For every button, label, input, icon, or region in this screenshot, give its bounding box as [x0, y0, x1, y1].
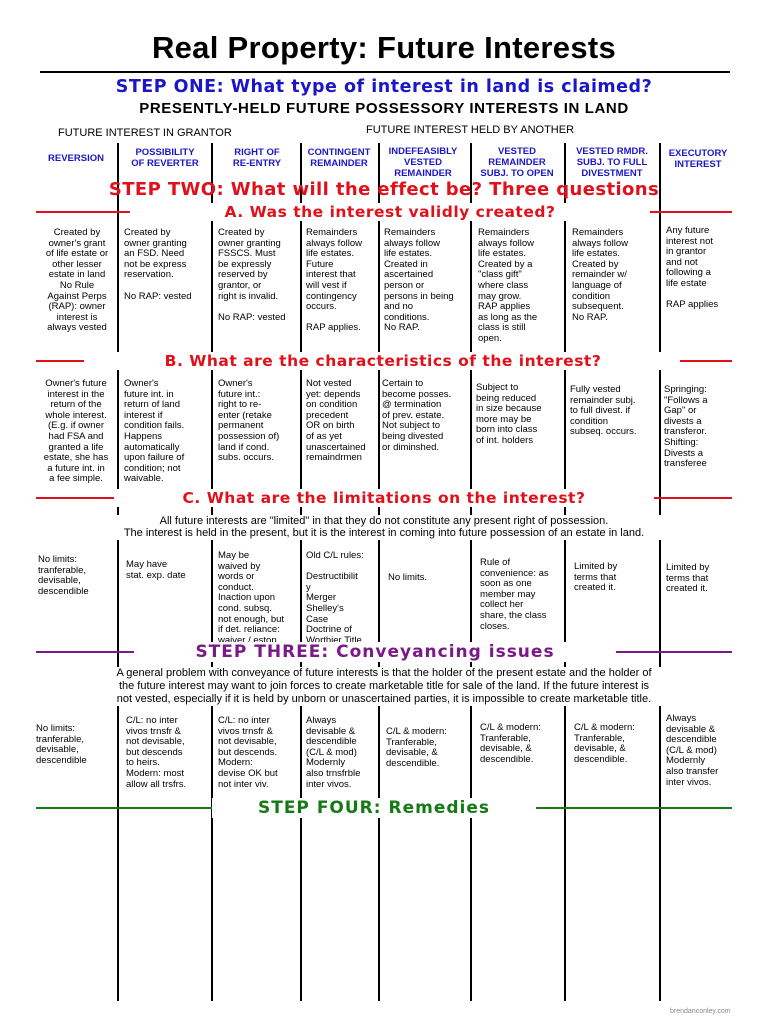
section-b-rule-right	[680, 360, 732, 362]
section-b-cell-indefeasibly-vested: Certain to become posses. @ termination …	[382, 378, 452, 453]
step-three-cell-right-of-reentry: C/L: no inter vivos trnsfr & not devisab…	[218, 715, 278, 790]
section-c-rule-right	[652, 497, 732, 499]
step-three-cell-indefeasibly-vested: C/L & modern: Tranferable, devisable, & …	[386, 726, 447, 769]
step-three-cell-reversion: No limits: tranferable, devisable, desce…	[36, 723, 87, 766]
column-divider	[117, 143, 119, 1001]
step-four-heading: STEP FOUR: Remedies	[212, 798, 536, 818]
credit-text: brendanconley.com	[670, 1008, 731, 1015]
col-header-executory-interest: EXECUTORY INTEREST	[668, 148, 728, 170]
section-a-cell-contingent-remainder: Remainders always follow life estates. F…	[306, 227, 362, 334]
section-c-intro-line1: All future interests are "limited" in th…	[30, 515, 738, 528]
column-divider	[211, 143, 213, 1001]
col-header-vested-subj-divest: VESTED RMDR. SUBJ. TO FULL DIVESTMENT	[576, 146, 648, 179]
page-title: Real Property: Future Interests	[151, 30, 617, 65]
step-three-heading: STEP THREE: Conveyancing issues	[134, 642, 616, 662]
column-divider	[659, 143, 661, 1001]
section-a-cell-vested-subj-divest: Remainders always follow life estates. C…	[572, 227, 628, 323]
section-c-cell-right-of-reentry: May be waived by words or conduct. Inact…	[218, 550, 285, 646]
col-header-right-of-reentry: RIGHT OF RE-ENTRY	[232, 147, 282, 169]
section-c-rule-left	[36, 497, 116, 499]
group-another-label: FUTURE INTEREST HELD BY ANOTHER	[366, 124, 575, 136]
section-b-heading: B. What are the characteristics of the i…	[86, 352, 680, 370]
section-b-cell-reversion: Owner's future interest in the return of…	[43, 378, 109, 485]
subtitle: PRESENTLY-HELD FUTURE POSSESSORY INTERES…	[139, 100, 629, 117]
step-three-intro-line2: the future interest may want to join for…	[30, 680, 738, 693]
section-c-cell-indefeasibly-vested: No limits.	[388, 571, 428, 583]
section-b-rule-left	[36, 360, 84, 362]
section-b-cell-vested-subj-divest: Fully vested remainder subj. to full div…	[570, 384, 637, 438]
step-three-cell-contingent-remainder: Always devisable & descendible (C/L & mo…	[306, 715, 361, 790]
section-c-heading: C. What are the limitations on the inter…	[114, 489, 654, 507]
step-three-rule-right	[616, 651, 732, 653]
column-divider	[378, 143, 380, 1001]
section-a-cell-vested-subj-open: Remainders always follow life estates. C…	[478, 227, 538, 344]
step-four-rule-right	[536, 807, 732, 809]
section-b-cell-executory-interest: Springing: "Follows a Gap" or divests a …	[664, 384, 708, 470]
section-a-cell-indefeasibly-vested: Remainders always follow life estates. C…	[384, 227, 454, 334]
section-b-cell-possibility-of-reverter: Owner's future int. in return of land in…	[124, 378, 185, 485]
section-c-cell-vested-subj-open: Rule of convenience: as soon as one memb…	[480, 557, 549, 632]
col-header-indefeasibly-vested: INDEFEASIBLY VESTED REMAINDER	[388, 146, 458, 179]
step-three-rule-left	[36, 651, 134, 653]
column-divider	[470, 143, 472, 1001]
step-three-cell-executory-interest: Always devisable & descendible (C/L & mo…	[666, 713, 719, 788]
section-a-rule-left	[36, 211, 132, 213]
col-header-possibility-of-reverter: POSSIBILITY OF REVERTER	[131, 147, 199, 169]
step-three-cell-vested-subj-open: C/L & modern: Tranferable, devisable, & …	[480, 722, 541, 765]
section-c-cell-reversion: No limits: tranferable, devisable, desce…	[38, 554, 89, 597]
section-a-cell-right-of-reentry: Created by owner granting FSSCS. Must be…	[218, 227, 286, 323]
column-divider	[564, 143, 566, 1001]
section-b-cell-vested-subj-open: Subject to being reduced in size because…	[476, 382, 542, 446]
col-header-vested-subj-open: VESTED REMAINDER SUBJ. TO OPEN	[480, 146, 554, 179]
step-four-rule-left	[36, 807, 212, 809]
step-one-heading: STEP ONE: What type of interest in land …	[115, 77, 653, 97]
col-header-contingent-remainder: CONTINGENT REMAINDER	[307, 147, 371, 169]
step-two-heading: STEP TWO: What will the effect be? Three…	[108, 179, 660, 200]
section-b-cell-right-of-reentry: Owner's future int.: right to re- enter …	[218, 378, 280, 464]
column-divider	[300, 143, 302, 1001]
section-a-cell-possibility-of-reverter: Created by owner granting an FSD. Need n…	[124, 227, 192, 302]
step-three-intro-line1: A general problem with conveyance of fut…	[30, 667, 738, 680]
step-three-cell-vested-subj-divest: C/L & modern: Tranferable, devisable, & …	[574, 722, 635, 765]
step-three-intro-line3: not vested, especially if it is held by …	[30, 693, 738, 706]
section-a-cell-executory-interest: Any future interest not in grantor and n…	[666, 225, 719, 311]
section-c-cell-vested-subj-divest: Limited by terms that created it.	[574, 561, 618, 594]
col-header-reversion: REVERSION	[48, 153, 104, 164]
section-b-cell-contingent-remainder: Not vested yet: depends on condition pre…	[306, 378, 366, 464]
section-a-cell-reversion: Created by owner's grant of life estate …	[45, 227, 109, 334]
title-underline	[40, 71, 730, 73]
group-grantor-label: FUTURE INTEREST IN GRANTOR	[58, 127, 232, 139]
section-c-intro-line2: The interest is held in the present, but…	[30, 527, 738, 540]
section-c-cell-executory-interest: Limited by terms that created it.	[666, 562, 710, 595]
step-three-cell-possibility-of-reverter: C/L: no inter vivos trnsfr & not devisab…	[126, 715, 187, 790]
section-c-cell-contingent-remainder: Old C/L rules: Destructibilit y Merger S…	[306, 550, 364, 646]
section-a-heading: A. Was the interest validly created?	[130, 203, 650, 221]
section-a-rule-right	[650, 211, 732, 213]
section-c-cell-possibility-of-reverter: May have stat. exp. date	[126, 559, 186, 581]
